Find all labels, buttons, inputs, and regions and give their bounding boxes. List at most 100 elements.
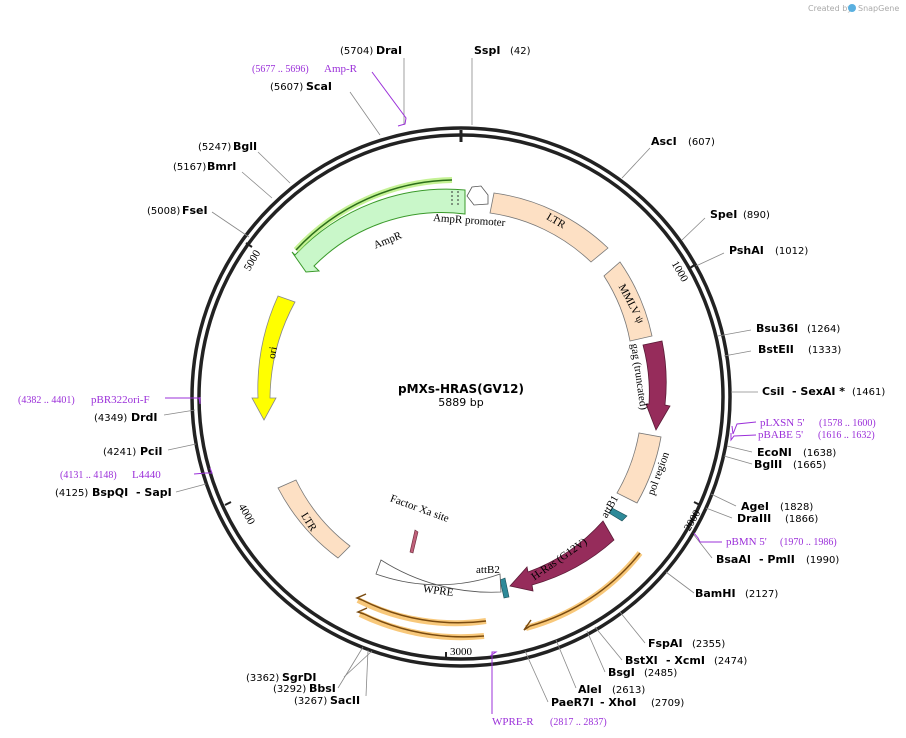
tick-mark (689, 263, 697, 269)
site-pos: (4125) (55, 488, 88, 499)
tick-label: 4000 (236, 502, 258, 527)
site-name: SspI (474, 44, 500, 57)
site-name: AscI (651, 135, 677, 148)
site-pos: (1990) (806, 555, 839, 566)
site-pos: (3267) (294, 696, 327, 707)
site-name-alt: - XcmI (666, 654, 705, 667)
primer-name: WPRE-R (492, 716, 534, 728)
primer-pos: (2817 .. 2837) (550, 717, 607, 728)
primer-labels: (5677 .. 5696) Amp-R (4382 .. 4401) pBR3… (18, 63, 876, 728)
site-pos: (2485) (644, 668, 677, 679)
site-name: AgeI (741, 500, 769, 513)
primer-pos: (1578 .. 1600) (819, 418, 876, 429)
site-name: BglII (754, 458, 782, 471)
primer-name: Amp-R (324, 63, 358, 75)
primer-pos: (1970 .. 1986) (780, 537, 837, 548)
site-name: BsaAI (716, 553, 751, 566)
plasmid-name: pMXs-HRAS(GV12) (398, 382, 524, 396)
site-pos: (3292) (273, 684, 306, 695)
primer-name: pBABE 5' (758, 429, 803, 441)
site-pos: (4241) (103, 447, 136, 458)
site-name-alt: - SapI (136, 486, 172, 499)
wpre-feature (375, 559, 502, 593)
plasmid-length: 5889 bp (438, 396, 483, 409)
site-name: FseI (182, 204, 208, 217)
site-pos: (1012) (775, 246, 808, 257)
site-pos: (1461) (852, 387, 885, 398)
site-pos: (1333) (808, 345, 841, 356)
attb2-label: attB2 (476, 564, 500, 576)
mmlv-psi-feature (603, 261, 653, 342)
ampr-highlight-line (295, 179, 453, 251)
site-pos: (1828) (780, 502, 813, 513)
ampr-promoter-feature (466, 185, 489, 206)
tick-label: 3000 (450, 646, 473, 658)
primer-name: pLXSN 5' (760, 417, 804, 429)
site-name: SacII (330, 694, 360, 707)
primer-pos: (1616 .. 1632) (818, 430, 875, 441)
site-pos: (1638) (803, 448, 836, 459)
site-pos: (890) (743, 210, 770, 221)
site-name: AleI (578, 683, 602, 696)
ampr-label: AmpR (372, 229, 404, 251)
site-pos: (5247) (198, 142, 231, 153)
tick-mark (245, 242, 253, 248)
primer-leaders (165, 71, 757, 714)
site-name: PciI (140, 445, 162, 458)
site-name: BglI (233, 140, 257, 153)
site-leaders (163, 58, 758, 703)
site-name-alt: - XhoI (600, 696, 636, 709)
site-name: CsiI (762, 385, 784, 398)
attb1-feature (608, 507, 628, 522)
primer-name: pBMN 5' (726, 536, 767, 548)
site-pos: (3362) (246, 673, 279, 684)
snapgene-logo-icon (848, 4, 856, 12)
pol-region-feature (616, 432, 662, 504)
site-name: SgrDI (282, 671, 316, 684)
site-pos: (607) (688, 137, 715, 148)
site-pos: (5167) (173, 162, 206, 173)
ampr-promoter-label: AmpR promoter (433, 212, 506, 229)
primer-pos: (5677 .. 5696) (252, 64, 309, 75)
hras-feature (509, 520, 615, 592)
site-name: BmrI (207, 160, 236, 173)
gag-feature (642, 340, 671, 431)
ltr-left-feature (277, 479, 351, 559)
ori-feature (251, 295, 296, 421)
site-pos: (5704) (340, 46, 373, 57)
site-pos: (5008) (147, 206, 180, 217)
credit-text: Created by (808, 4, 852, 13)
site-name: EcoNI (757, 446, 792, 459)
site-pos: (1866) (785, 514, 818, 525)
factor-xa-label: Factor Xa site (388, 493, 450, 525)
primer-pos: (4131 .. 4148) (60, 470, 117, 481)
tick-mark (224, 501, 232, 506)
features: AmpR promoter AmpR LTR MMLV ψ gag (trunc… (251, 177, 672, 641)
site-pos: (2355) (692, 639, 725, 650)
primer-name: L4440 (132, 469, 161, 481)
site-name-alt: - SexAI * (792, 385, 845, 398)
site-name: Bsu36I (756, 322, 798, 335)
backbone-outer-ring (190, 126, 732, 668)
site-name: DrdI (131, 411, 158, 424)
ori-label: ori (266, 346, 280, 360)
site-name: PaeR7I (551, 696, 594, 709)
site-name: BbsI (309, 682, 336, 695)
site-name: BspQI (92, 486, 128, 499)
wpre-label: WPRE (422, 583, 454, 599)
site-pos: (1264) (807, 324, 840, 335)
site-pos: (2474) (714, 656, 747, 667)
site-labels: (5704) DraI SspI (42) (5607) ScaI AscI (… (55, 44, 885, 709)
site-name: BstXI (625, 654, 658, 667)
credit-brand: SnapGene (858, 4, 899, 13)
site-pos: (2613) (612, 685, 645, 696)
attb2-feature (499, 577, 510, 599)
site-name: DraI (376, 44, 402, 57)
site-name: DraIII (737, 512, 771, 525)
site-name: ScaI (306, 80, 332, 93)
factor-xa-feature (409, 529, 419, 554)
tick-mark (693, 501, 701, 506)
ampr-feature (291, 188, 466, 273)
site-name: BstEII (758, 343, 794, 356)
